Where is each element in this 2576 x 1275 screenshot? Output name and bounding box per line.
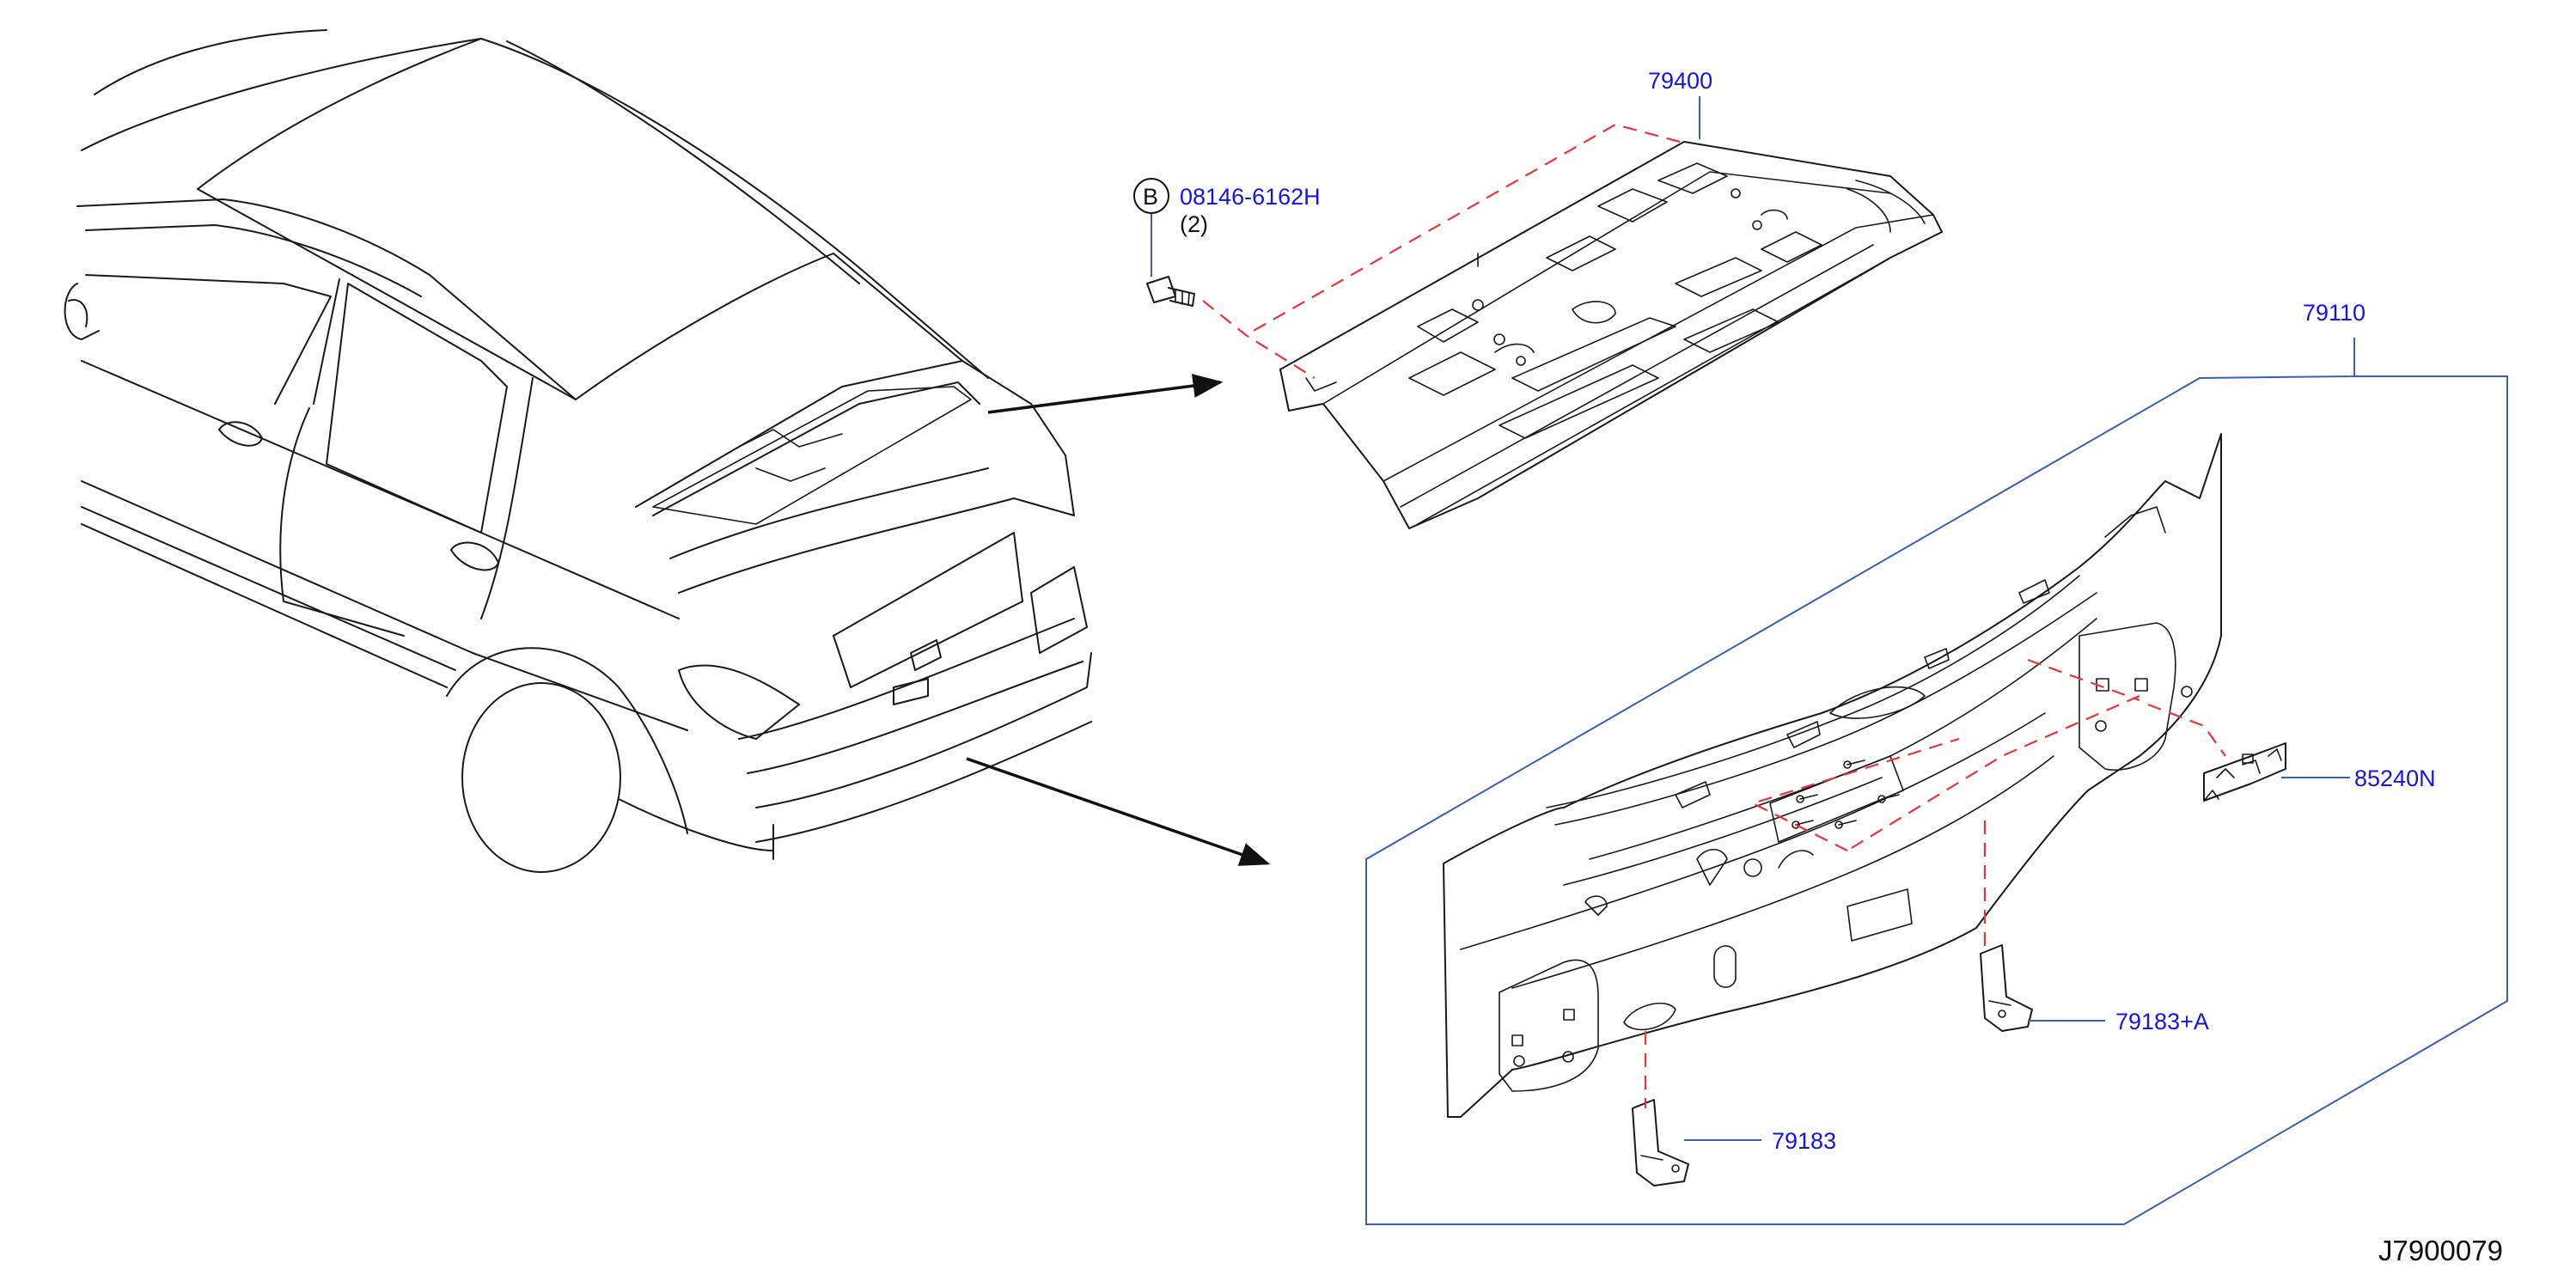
label-bolt-quantity: (2)	[1180, 211, 1208, 237]
label-79400: 79400	[1648, 68, 1712, 94]
label-79110: 79110	[2303, 300, 2365, 326]
bolt-drawing	[1146, 276, 1195, 307]
rear-parcel-shelf-drawing	[1279, 141, 1943, 529]
bolt-symbol-circle	[1133, 178, 1169, 214]
label-79183a: 79183+A	[2115, 1009, 2209, 1034]
reinforcement-79183a-drawing	[1980, 944, 2033, 1032]
illustration-code: J7900079	[2378, 1235, 2503, 1266]
assembly-guides	[1202, 123, 2226, 1108]
arrow-to-shelf	[987, 374, 1224, 414]
bolt-symbol-letter: B	[1143, 184, 1158, 210]
rear-panel-drawing	[1443, 433, 2222, 1118]
leader-lines	[1151, 96, 2508, 1225]
arrow-to-panel	[966, 757, 1271, 866]
label-85240n: 85240N	[2354, 766, 2436, 791]
label-08146-6162h: 08146-6162H	[1180, 184, 1321, 210]
bracket-85240n-drawing	[2203, 742, 2286, 802]
label-79183: 79183	[1772, 1128, 1836, 1154]
reinforcement-79183-drawing	[1632, 1099, 1689, 1187]
car-rear-view	[64, 29, 1092, 873]
